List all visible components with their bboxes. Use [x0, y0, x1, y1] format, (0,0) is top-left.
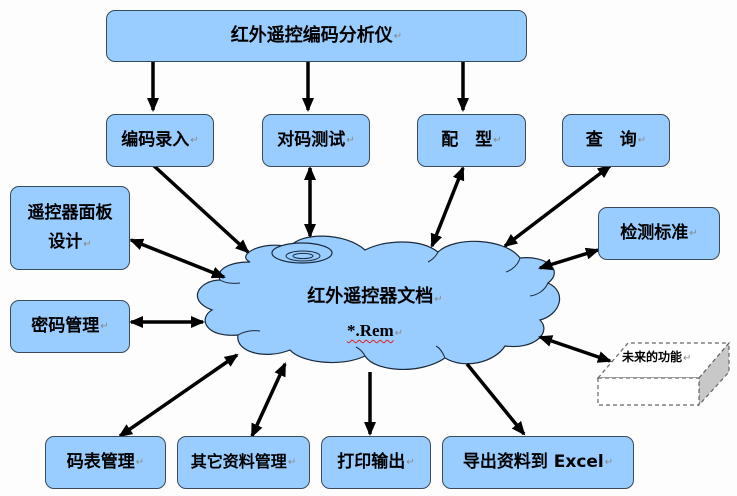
- arrow-encode-to-cloud: [151, 163, 250, 254]
- paragraph-mark: ↵: [190, 135, 199, 146]
- arrow-cloud-to-excel: [465, 362, 526, 436]
- export-to-excel-box[interactable]: 导出资料到 Excel↵: [442, 436, 634, 489]
- query-box[interactable]: 查 询↵: [562, 114, 670, 167]
- pairing-label: 配 型: [441, 130, 493, 151]
- arrow-query-cloud: [503, 164, 612, 248]
- paragraph-mark: ↵: [346, 135, 355, 146]
- arrow-otherdata-cloud: [250, 362, 287, 438]
- paragraph-mark: ↵: [393, 30, 403, 42]
- paragraph-mark: ↵: [637, 135, 647, 146]
- other-data-management-box[interactable]: 其它资料管理↵: [177, 436, 310, 489]
- detection-standard-box[interactable]: 检测标准↵: [598, 207, 720, 260]
- paragraph-mark: ↵: [83, 239, 92, 250]
- remote-panel-design-box[interactable]: 遥控器面板 设计↵: [10, 186, 130, 270]
- rem-extension-label: *.Rem: [346, 321, 394, 340]
- arrow-standard-cloud: [538, 247, 600, 271]
- pairing-box[interactable]: 配 型↵: [417, 114, 526, 167]
- print-output-box[interactable]: 打印输出↵: [321, 436, 431, 489]
- remote-panel-design-label-line1: 遥控器面板: [27, 203, 113, 224]
- paragraph-mark: ↵: [689, 228, 698, 239]
- paragraph-mark: ↵: [683, 353, 692, 364]
- detection-standard-label: 检测标准: [620, 223, 689, 244]
- paragraph-mark: ↵: [406, 457, 415, 468]
- code-table-management-box[interactable]: 码表管理↵: [45, 436, 166, 489]
- query-label: 查 询: [585, 130, 637, 151]
- remote-document-extension: *.Rem↵: [320, 321, 430, 341]
- print-output-label: 打印输出: [337, 452, 406, 473]
- encode-input-label: 编码录入: [121, 130, 190, 151]
- future-features-box[interactable]: 未来的功能↵: [622, 348, 691, 365]
- arrow-pair-cloud: [430, 166, 465, 248]
- password-management-box[interactable]: 密码管理↵: [10, 300, 130, 353]
- paragraph-mark: ↵: [493, 135, 502, 146]
- analyzer-title-box[interactable]: 红外遥控编码分析仪↵: [106, 10, 527, 62]
- code-match-test-label: 对码测试: [277, 130, 346, 151]
- remote-document-title-label: 红外遥控器文档: [307, 286, 434, 307]
- paragraph-mark: ↵: [604, 457, 614, 468]
- other-data-management-label: 其它资料管理: [190, 452, 287, 472]
- encode-input-box[interactable]: 编码录入↵: [106, 114, 214, 167]
- arrow-codetable-cloud: [118, 353, 239, 438]
- future-box-shape: [596, 341, 731, 407]
- code-table-management-label: 码表管理: [66, 452, 135, 473]
- password-management-label: 密码管理: [31, 316, 100, 337]
- analyzer-title-label: 红外遥控编码分析仪: [230, 24, 393, 46]
- remote-document-title[interactable]: 红外遥控器文档↵: [280, 282, 470, 308]
- remote-panel-design-label-line2: 设计: [48, 232, 83, 252]
- paragraph-mark: ↵: [135, 457, 145, 468]
- export-to-excel-label: 导出资料到 Excel: [462, 452, 604, 473]
- cloud-shape: [197, 235, 561, 370]
- paragraph-mark: ↵: [394, 328, 404, 339]
- paragraph-mark: ↵: [434, 294, 443, 305]
- future-features-label: 未来的功能: [622, 350, 683, 364]
- arrow-panel-cloud: [129, 238, 226, 279]
- paragraph-mark: ↵: [287, 457, 297, 468]
- arrow-future-cloud: [538, 335, 612, 363]
- code-match-test-box[interactable]: 对码测试↵: [262, 114, 370, 167]
- paragraph-mark: ↵: [100, 321, 109, 332]
